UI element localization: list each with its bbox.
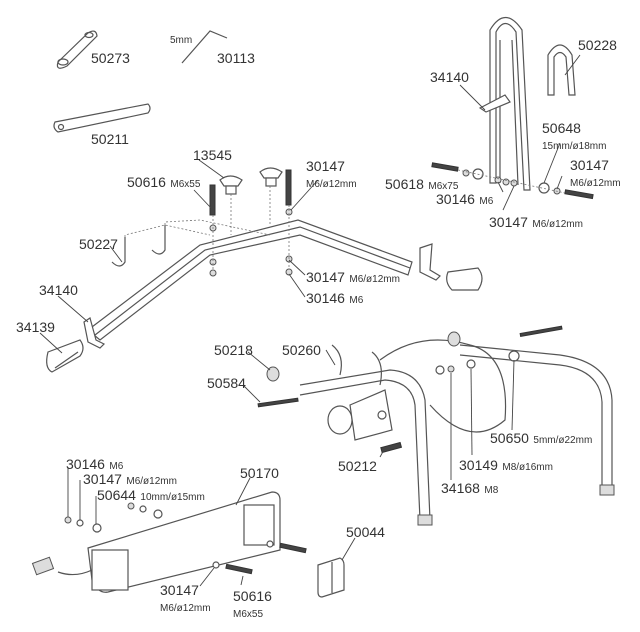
part-number: 30113 bbox=[217, 50, 255, 66]
part-number: 30147 bbox=[306, 158, 345, 174]
part-number: 50218 bbox=[214, 342, 253, 358]
part-label: 30146 M6 bbox=[66, 457, 123, 473]
part-label: 50170 bbox=[240, 466, 279, 482]
part-number: 50212 bbox=[338, 458, 377, 474]
part-spec-text: M6/ø12mm bbox=[349, 274, 400, 285]
part-spec-text: 15mm/ø18mm bbox=[542, 141, 607, 152]
part-label: 30147 M6/ø12mm bbox=[83, 472, 177, 488]
flat-wrench-part bbox=[56, 30, 98, 69]
leader-lines bbox=[39, 54, 581, 587]
part-number: 13545 bbox=[193, 147, 232, 163]
part-number: 30147 bbox=[83, 471, 122, 487]
right-bracket-and-pad bbox=[419, 243, 483, 291]
part-number: 30146 bbox=[66, 456, 105, 472]
part-spec-text: M6/ø12mm bbox=[160, 603, 211, 614]
part-label: 50044 bbox=[346, 525, 385, 541]
part-label: 50227 bbox=[79, 237, 118, 253]
part-label: 30149 M8/ø16mm bbox=[459, 458, 553, 474]
part-label: 50616 M6x55 bbox=[127, 175, 200, 191]
part-number: 34168 bbox=[441, 480, 480, 496]
part-number: 30149 bbox=[459, 457, 498, 473]
part-label: 13545 bbox=[193, 148, 232, 164]
part-label: 34168 M8 bbox=[441, 481, 498, 497]
part-label: 30146 M6 bbox=[436, 192, 493, 208]
part-spec: 5mm bbox=[170, 31, 192, 47]
part-spec-text: 10mm/ø15mm bbox=[140, 492, 205, 503]
part-number: 50170 bbox=[240, 465, 279, 481]
main-carrier-bar bbox=[87, 219, 413, 341]
part-label: 30146 M6 bbox=[306, 291, 363, 307]
light-board bbox=[31, 491, 307, 593]
part-number: 50211 bbox=[91, 131, 129, 147]
part-number: 50616 bbox=[233, 588, 272, 604]
part-spec-text: M6x55 bbox=[233, 609, 264, 620]
part-number: 30147 bbox=[570, 157, 609, 173]
part-label: 30147 M6/ø12mm bbox=[306, 270, 400, 286]
part-label: 50650 5mm/ø22mm bbox=[490, 431, 592, 447]
part-number: 50228 bbox=[578, 37, 617, 53]
part-spec-text: M6/ø12mm bbox=[532, 219, 583, 230]
part-label: 34140 bbox=[430, 70, 469, 86]
part-label: 50218 bbox=[214, 343, 253, 359]
part-number: 50227 bbox=[79, 236, 118, 252]
part-spec-text: M6 bbox=[109, 461, 124, 472]
part-label: 34140 bbox=[39, 283, 78, 299]
part-spec-text: M8 bbox=[484, 485, 499, 496]
part-spec-text: M6/ø12mm bbox=[570, 178, 621, 189]
spare-lens bbox=[317, 557, 345, 598]
part-number: 50260 bbox=[282, 342, 321, 358]
part-label: 30147 M6/ø12mm bbox=[489, 215, 583, 231]
left-bracket-and-pad bbox=[46, 317, 106, 373]
u-frame-hardware bbox=[431, 162, 594, 200]
part-number: 50616 bbox=[127, 174, 166, 190]
part-label: 50260 bbox=[282, 343, 321, 359]
part-number: 34139 bbox=[16, 319, 55, 335]
part-number: 30147 bbox=[306, 269, 345, 285]
part-label: 50228 bbox=[578, 38, 617, 54]
hitch-frame bbox=[257, 325, 615, 526]
part-number: 30147 bbox=[489, 214, 528, 230]
part-number: 34140 bbox=[39, 282, 78, 298]
upright-u-frame bbox=[478, 16, 531, 191]
part-label: 50273 bbox=[91, 51, 130, 67]
part-label: 50648 15mm/ø18mm bbox=[542, 121, 606, 153]
part-number: 50044 bbox=[346, 524, 385, 540]
part-number: 30146 bbox=[306, 290, 345, 306]
part-spec-text: M6x55 bbox=[170, 179, 201, 190]
part-spec-text: M6/ø12mm bbox=[306, 179, 357, 190]
bar-wrench-part bbox=[53, 103, 151, 133]
part-label: 30113 bbox=[217, 51, 255, 67]
part-number: 30146 bbox=[436, 191, 475, 207]
part-spec-text: M6x75 bbox=[428, 181, 459, 192]
part-number: 50650 bbox=[490, 430, 529, 446]
part-spec-text: 5mm/ø22mm bbox=[533, 435, 593, 446]
allen-key-part bbox=[181, 30, 228, 64]
part-spec-text: M6 bbox=[479, 196, 494, 207]
part-label: 50211 bbox=[91, 132, 129, 148]
part-label: 50644 10mm/ø15mm bbox=[97, 488, 205, 504]
part-number: 50648 bbox=[542, 120, 581, 136]
part-label: 50618 M6x75 bbox=[385, 177, 458, 193]
part-spec-text: M6 bbox=[349, 295, 364, 306]
bolt-parts bbox=[209, 169, 293, 277]
part-spec-text: M6/ø12mm bbox=[126, 476, 177, 487]
part-spec-text: M8/ø16mm bbox=[502, 462, 553, 473]
part-label: 50584 bbox=[207, 376, 246, 392]
part-number: 50644 bbox=[97, 487, 136, 503]
part-number: 50584 bbox=[207, 375, 246, 391]
j-hook-parts bbox=[111, 219, 271, 267]
part-label: 50212 bbox=[338, 459, 377, 475]
small-u-clamp bbox=[547, 44, 576, 96]
part-number: 50618 bbox=[385, 176, 424, 192]
part-number: 30147 bbox=[160, 582, 199, 598]
part-spec-text: 5mm bbox=[170, 35, 193, 46]
part-number: 34140 bbox=[430, 69, 469, 85]
part-number: 50273 bbox=[91, 50, 130, 66]
part-label: 34139 bbox=[16, 320, 55, 336]
knob-parts bbox=[219, 167, 283, 235]
